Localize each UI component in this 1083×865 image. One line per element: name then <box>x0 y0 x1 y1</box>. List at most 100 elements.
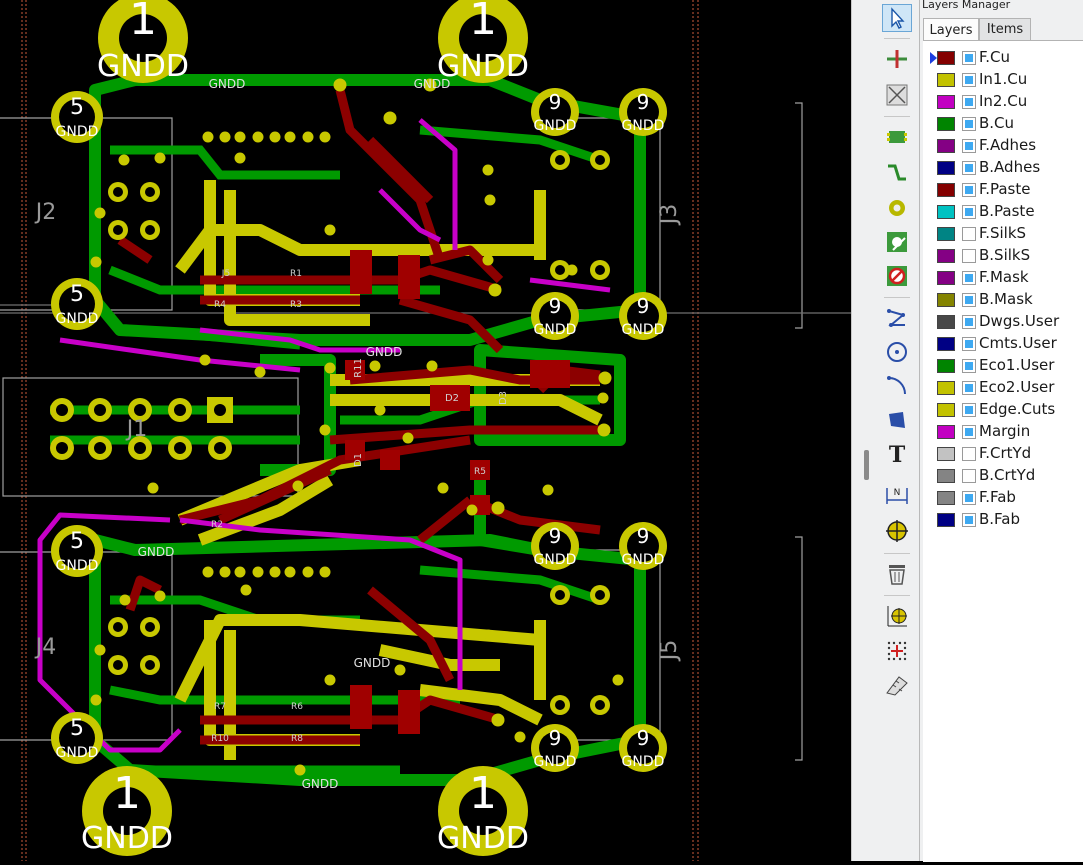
layer-row[interactable]: F.Cu <box>923 47 1083 69</box>
layer-visibility-checkbox[interactable] <box>962 271 976 285</box>
add-line-button[interactable] <box>882 304 912 332</box>
layer-color-swatch[interactable] <box>937 491 955 505</box>
toolbar-scroll-handle[interactable] <box>864 450 869 480</box>
tab-layers[interactable]: Layers <box>923 18 979 41</box>
layer-visibility-checkbox[interactable] <box>962 381 976 395</box>
layer-color-swatch[interactable] <box>937 51 955 65</box>
layer-color-swatch[interactable] <box>937 447 955 461</box>
measure-tool-button[interactable] <box>882 671 912 699</box>
layer-row[interactable]: B.Paste <box>923 201 1083 223</box>
layer-name: Edge.Cuts <box>979 400 1056 418</box>
add-polygon-button[interactable] <box>882 406 912 434</box>
layer-visibility-checkbox[interactable] <box>962 183 976 197</box>
layer-color-swatch[interactable] <box>937 161 955 175</box>
layer-visibility-checkbox[interactable] <box>962 403 976 417</box>
layer-color-swatch[interactable] <box>937 205 955 219</box>
layer-visibility-checkbox[interactable] <box>962 513 976 527</box>
layer-row[interactable]: F.Fab <box>923 487 1083 509</box>
layer-row[interactable]: B.Mask <box>923 289 1083 311</box>
layer-visibility-checkbox[interactable] <box>962 117 976 131</box>
layer-visibility-checkbox[interactable] <box>962 359 976 373</box>
pcb-canvas[interactable]: 1 GNDD 1 GNDD 1 GNDD 1 GNDD 5 GNDD 5 GND… <box>0 0 851 861</box>
pad-number-label: 9 <box>549 294 562 318</box>
layer-color-swatch[interactable] <box>937 381 955 395</box>
layer-visibility-checkbox[interactable] <box>962 469 976 483</box>
layer-row[interactable]: B.Fab <box>923 509 1083 531</box>
layer-color-swatch[interactable] <box>937 95 955 109</box>
layer-row[interactable]: Cmts.User <box>923 333 1083 355</box>
layer-row[interactable]: Margin <box>923 421 1083 443</box>
layer-color-swatch[interactable] <box>937 249 955 263</box>
layer-row[interactable]: F.Mask <box>923 267 1083 289</box>
select-tool-button[interactable] <box>882 4 912 32</box>
layer-row[interactable]: B.Cu <box>923 113 1083 135</box>
layer-visibility-checkbox[interactable] <box>962 205 976 219</box>
add-dimension-button[interactable]: N <box>882 482 912 510</box>
pad-net-label: GNDD <box>534 322 577 338</box>
add-text-button[interactable]: T <box>882 440 912 468</box>
layer-visibility-checkbox[interactable] <box>962 315 976 329</box>
layer-visibility-checkbox[interactable] <box>962 95 976 109</box>
add-circle-button[interactable] <box>882 338 912 366</box>
layer-visibility-checkbox[interactable] <box>962 51 976 65</box>
add-polygon-icon <box>889 412 905 428</box>
layer-row[interactable]: F.Paste <box>923 179 1083 201</box>
layer-row[interactable]: B.SilkS <box>923 245 1083 267</box>
layer-color-swatch[interactable] <box>937 425 955 439</box>
add-zone-button[interactable] <box>882 228 912 256</box>
mounting-pads-large <box>82 0 528 856</box>
track-net-label: GNDD <box>354 656 391 670</box>
layer-color-swatch[interactable] <box>937 73 955 87</box>
layer-row[interactable]: B.CrtYd <box>923 465 1083 487</box>
layer-color-swatch[interactable] <box>937 513 955 527</box>
add-footprint-button[interactable] <box>882 123 912 151</box>
layer-alignment-target-button[interactable] <box>882 517 912 545</box>
layer-name: F.Cu <box>979 48 1010 66</box>
keepout-area-button[interactable] <box>882 262 912 290</box>
add-arc-button[interactable] <box>882 372 912 400</box>
layer-visibility-checkbox[interactable] <box>962 293 976 307</box>
layer-row[interactable]: F.CrtYd <box>923 443 1083 465</box>
layer-visibility-checkbox[interactable] <box>962 139 976 153</box>
layer-row[interactable]: F.SilkS <box>923 223 1083 245</box>
layer-color-swatch[interactable] <box>937 403 955 417</box>
layer-row[interactable]: Eco2.User <box>923 377 1083 399</box>
layer-row[interactable]: In2.Cu <box>923 91 1083 113</box>
mount-pad-1 <box>98 0 188 83</box>
route-track-button[interactable] <box>882 159 912 187</box>
highlight-net-button[interactable] <box>882 45 912 73</box>
layer-visibility-checkbox[interactable] <box>962 249 976 263</box>
select-arrow-icon <box>891 7 905 29</box>
layer-row[interactable]: Dwgs.User <box>923 311 1083 333</box>
layer-row[interactable]: B.Adhes <box>923 157 1083 179</box>
layer-row[interactable]: Edge.Cuts <box>923 399 1083 421</box>
layer-visibility-checkbox[interactable] <box>962 491 976 505</box>
layer-visibility-checkbox[interactable] <box>962 161 976 175</box>
add-via-button[interactable] <box>882 194 912 222</box>
layer-row[interactable]: Eco1.User <box>923 355 1083 377</box>
layer-row[interactable]: F.Adhes <box>923 135 1083 157</box>
layer-color-swatch[interactable] <box>937 227 955 241</box>
drill-origin-button[interactable] <box>882 602 912 630</box>
layer-visibility-checkbox[interactable] <box>962 337 976 351</box>
layer-color-swatch[interactable] <box>937 271 955 285</box>
layer-color-swatch[interactable] <box>937 293 955 307</box>
layer-visibility-checkbox[interactable] <box>962 227 976 241</box>
layer-row[interactable]: In1.Cu <box>923 69 1083 91</box>
pad-number-label: 9 <box>549 90 562 114</box>
layer-color-swatch[interactable] <box>937 117 955 131</box>
layer-color-swatch[interactable] <box>937 315 955 329</box>
grid-origin-button[interactable] <box>882 637 912 665</box>
layer-visibility-checkbox[interactable] <box>962 425 976 439</box>
layer-color-swatch[interactable] <box>937 359 955 373</box>
layer-color-swatch[interactable] <box>937 337 955 351</box>
layer-color-swatch[interactable] <box>937 139 955 153</box>
local-ratsnest-button[interactable] <box>882 81 912 109</box>
tab-items[interactable]: Items <box>979 18 1031 40</box>
delete-item-button[interactable] <box>882 560 912 588</box>
layer-color-swatch[interactable] <box>937 469 955 483</box>
layer-visibility-checkbox[interactable] <box>962 73 976 87</box>
layer-color-swatch[interactable] <box>937 183 955 197</box>
layer-visibility-checkbox[interactable] <box>962 447 976 461</box>
